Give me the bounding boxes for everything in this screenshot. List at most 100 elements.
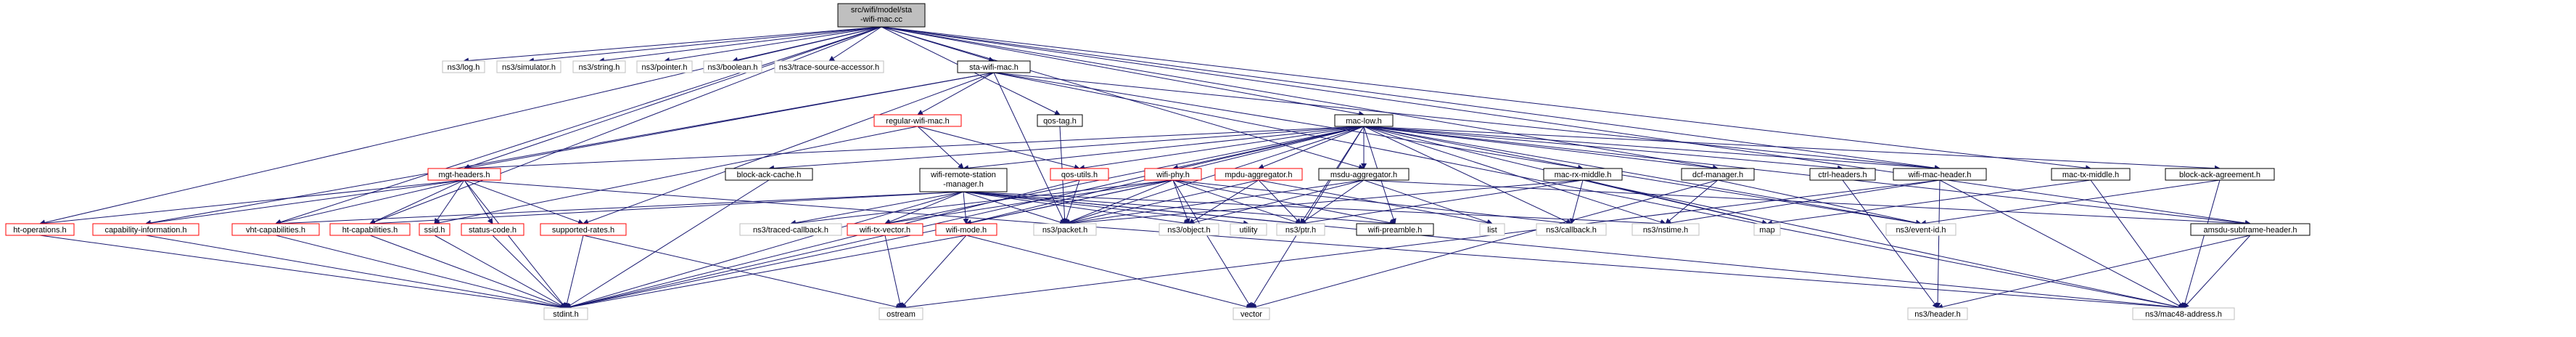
node-box-vhtcap <box>231 223 320 236</box>
node-tracedcallback[interactable]: ns3/traced-callback.h <box>739 223 842 236</box>
node-box-ns3object <box>1159 223 1219 236</box>
node-mgtheaders[interactable]: mgt-headers.h <box>427 168 501 181</box>
node-box-mactxmiddle <box>2051 168 2131 181</box>
node-mactxmiddle[interactable]: mac-tx-middle.h <box>2051 168 2131 181</box>
edge-root-to-wifimacheader <box>881 26 1941 171</box>
node-label-mpduaggregator: mpdu-aggregator.h <box>1225 171 1293 179</box>
node-label-wifiphy: wifi-phy.h <box>1156 171 1190 179</box>
node-blockackagreement[interactable]: block-ack-agreement.h <box>2165 168 2275 181</box>
edge-macrxmiddle-to-ns3callback <box>1569 179 1584 224</box>
node-blockackcache[interactable]: block-ack-cache.h <box>725 168 813 181</box>
node-ns3log[interactable]: ns3/log.h <box>442 60 485 73</box>
node-qostag[interactable]: qos-tag.h <box>1037 114 1083 127</box>
node-ns3packet[interactable]: ns3/packet.h <box>1033 223 1097 236</box>
node-ns3callback[interactable]: ns3/callback.h <box>1536 223 1607 236</box>
node-ctrlheaders[interactable]: ctrl-headers.h <box>1809 168 1876 181</box>
node-statuscode[interactable]: status-code.h <box>461 223 524 236</box>
edge-blockackcache-to-stdint <box>565 179 770 309</box>
node-box-wifimacheader <box>1893 168 1987 181</box>
edge-root-to-ns3trace <box>828 26 882 62</box>
node-capabilityinfo[interactable]: capability-information.h <box>92 223 199 236</box>
edge-wifiphy-to-stdint <box>565 179 1174 310</box>
node-ns3sim[interactable]: ns3/simulator.h <box>496 60 561 73</box>
node-qosutils[interactable]: qos-utils.h <box>1050 168 1109 181</box>
node-vhtcap[interactable]: vht-capabilities.h <box>231 223 320 236</box>
edge-mgtheaders-to-vhtcap <box>275 179 465 226</box>
edge-wifiphy-to-ns3object <box>1172 179 1190 224</box>
edge-wifiphy-to-ns3packet <box>1064 179 1174 225</box>
node-ns3eventid[interactable]: ns3/event-id.h <box>1885 223 1956 236</box>
node-msduaggregator[interactable]: msdu-aggregator.h <box>1318 168 1410 181</box>
node-ssid[interactable]: ssid.h <box>419 223 450 236</box>
node-label-wifiremote-0: wifi-remote-station <box>930 171 996 179</box>
node-ns3ptr[interactable]: ns3/ptr.h <box>1276 223 1325 236</box>
node-ostream[interactable]: ostream <box>878 307 923 320</box>
node-supportedrates[interactable]: supported-rates.h <box>540 223 627 236</box>
node-box-stawifimac <box>957 60 1031 73</box>
node-label-ssid: ssid.h <box>424 226 445 235</box>
node-ns3pointer[interactable]: ns3/pointer.h <box>636 60 693 73</box>
node-label-ns3eventid: ns3/event-id.h <box>1896 226 1946 235</box>
edge-mpduaggregator-to-list <box>1258 179 1493 226</box>
node-label-regularwifimac: regular-wifi-mac.h <box>886 117 949 126</box>
node-stdint[interactable]: stdint.h <box>543 307 588 320</box>
edge-msduaggregator-to-ns3ptr <box>1300 179 1365 224</box>
node-ns3trace[interactable]: ns3/trace-source-accessor.h <box>774 60 884 73</box>
node-box-wifitxvector <box>847 223 923 236</box>
node-ns3header[interactable]: ns3/header.h <box>1907 307 1968 320</box>
node-label-wifipreamble: wifi-preamble.h <box>1367 226 1423 235</box>
node-regularwifimac[interactable]: regular-wifi-mac.h <box>873 114 962 127</box>
node-ns3mac48[interactable]: ns3/mac48-address.h <box>2132 307 2235 320</box>
edge-blockackagreement-to-ns3eventid <box>1920 179 2221 226</box>
edge-root-to-vhtcap <box>275 26 882 225</box>
node-htcap[interactable]: ht-capabilities.h <box>329 223 411 236</box>
edge-macrxmiddle-to-ns3mac48 <box>1582 179 2184 310</box>
node-macrxmiddle[interactable]: mac-rx-middle.h <box>1543 168 1623 181</box>
edge-stawifimac-to-capabilityinfo <box>145 72 995 226</box>
edge-mgtheaders-to-ns3mac48 <box>464 179 2184 311</box>
edge-stawifimac-to-supportedrates <box>583 72 995 225</box>
node-mpduaggregator[interactable]: mpdu-aggregator.h <box>1214 168 1303 181</box>
edge-dcfmanager-to-ns3nstime <box>1665 179 1719 224</box>
node-label-wifiremote-1: -manager.h <box>943 180 984 189</box>
edge-msduaggregator-to-ns3packet <box>1064 179 1365 226</box>
edge-macrxmiddle-to-ns3ptr <box>1300 179 1584 226</box>
node-box-map <box>1753 223 1781 236</box>
node-utility[interactable]: utility <box>1230 223 1267 236</box>
edge-wifimode-to-stdint <box>565 235 967 310</box>
edge-maclow-to-wifimacheader <box>1363 126 1941 171</box>
node-vector[interactable]: vector <box>1233 307 1270 320</box>
edge-wifiphy-to-vector <box>1172 179 1252 309</box>
node-list[interactable]: list <box>1479 223 1505 236</box>
edge-blockackagreement-to-ns3mac48 <box>2182 179 2221 309</box>
node-wifitxvector[interactable]: wifi-tx-vector.h <box>847 223 923 236</box>
node-amsdusubframe[interactable]: amsdu-subframe-header.h <box>2190 223 2310 236</box>
node-wifimacheader[interactable]: wifi-mac-header.h <box>1893 168 1987 181</box>
edge-wifiremote-to-tracedcallback <box>790 191 964 226</box>
node-ns3object[interactable]: ns3/object.h <box>1159 223 1219 236</box>
node-maclow[interactable]: mac-low.h <box>1334 114 1394 127</box>
edge-wifiphy-to-wifitxvector <box>884 179 1174 226</box>
node-stawifimac[interactable]: sta-wifi-mac.h <box>957 60 1031 73</box>
edge-wifiremote-to-stdint <box>565 191 964 309</box>
node-ns3boolean[interactable]: ns3/boolean.h <box>703 60 762 73</box>
node-box-tracedcallback <box>739 223 842 236</box>
node-label-ns3string: ns3/string.h <box>579 63 620 72</box>
node-box-vector <box>1233 307 1270 320</box>
node-map[interactable]: map <box>1753 223 1781 236</box>
node-wifimode[interactable]: wifi-mode.h <box>935 223 997 236</box>
node-wifiremote[interactable]: wifi-remote-station-manager.h <box>919 168 1008 192</box>
node-ns3nstime[interactable]: ns3/nstime.h <box>1631 223 1700 236</box>
node-box-wifimode <box>935 223 997 236</box>
edge-wifiphy-to-tracedcallback <box>790 179 1174 227</box>
node-wifipreamble[interactable]: wifi-preamble.h <box>1356 223 1434 236</box>
node-box-dcfmanager <box>1681 168 1755 181</box>
node-htoperations[interactable]: ht-operations.h <box>5 223 75 236</box>
node-dcfmanager[interactable]: dcf-manager.h <box>1681 168 1755 181</box>
node-box-ns3callback <box>1536 223 1607 236</box>
node-label-capabilityinfo: capability-information.h <box>104 226 186 235</box>
node-box-wifiremote <box>919 168 1008 192</box>
node-wifiphy[interactable]: wifi-phy.h <box>1144 168 1202 181</box>
edge-stawifimac-to-ns3mac48 <box>993 72 2184 310</box>
node-ns3string[interactable]: ns3/string.h <box>572 60 626 73</box>
